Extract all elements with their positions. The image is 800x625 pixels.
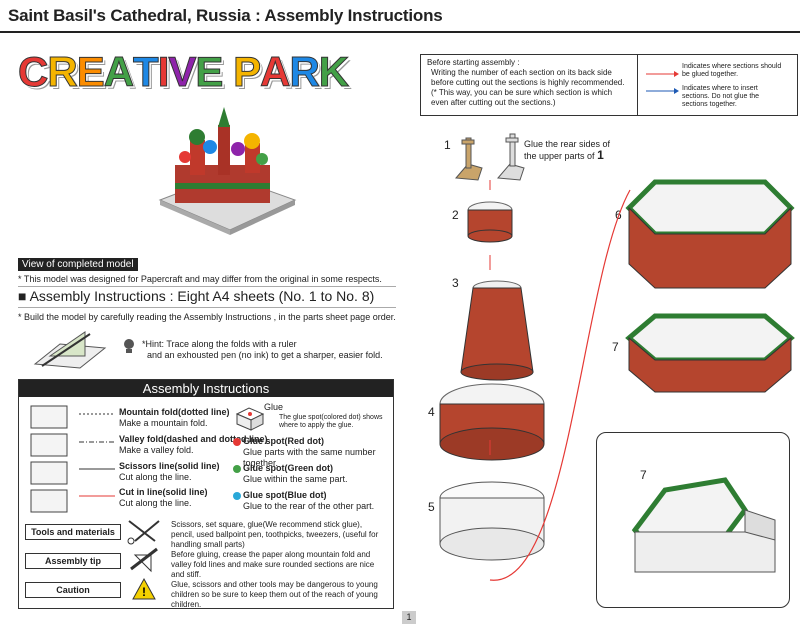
step-1-text-body: Glue the rear sides of the upper parts o… — [524, 139, 611, 161]
logo-letter: V — [168, 48, 197, 96]
step-7-detail-inset — [596, 432, 790, 608]
step-3-illustration — [460, 280, 534, 381]
hint-line-2: and an exhousted pen (no ink) to get a s… — [147, 350, 383, 360]
scissors-icon — [127, 520, 160, 545]
sheets-heading: ■ Assembly Instructions : Eight A4 sheet… — [18, 288, 375, 304]
completed-model-caption: View of completed model — [18, 258, 138, 271]
red-arrow-legend: Indicates where sections should be glued… — [682, 63, 782, 78]
cut-in-line-title: Cut in line(solid line) — [119, 487, 208, 497]
svg-text:!: ! — [142, 585, 146, 599]
glue-spot-note: The glue spot(colored dot) shows where t… — [279, 414, 383, 429]
divider — [18, 286, 396, 287]
before-start-line-2: Writing the number of each section on it… — [431, 68, 625, 87]
logo-letter: A — [260, 48, 291, 96]
tip-label: Assembly tip — [25, 553, 121, 569]
logo-letter: K — [318, 48, 349, 96]
step-7-illustration — [625, 313, 795, 393]
valley-fold-title: Valley fold(dashed and dotted line) — [119, 434, 268, 444]
step-7-number: 7 — [612, 340, 619, 354]
blue-spot-title: Glue spot(Blue dot) — [243, 490, 327, 500]
glue-label: Glue — [264, 402, 284, 412]
arrow-legend-icons — [646, 71, 679, 94]
scissors-line-desc: Cut along the line. — [119, 472, 192, 482]
flow-arrows — [489, 180, 631, 581]
scissors-line-title: Scissors line(solid line) — [119, 461, 220, 471]
assembly-instructions-box: Assembly Instructions Mountain fold(dott… — [18, 379, 394, 609]
green-dot-icon — [233, 464, 241, 473]
step-1-text: Glue the rear sides of the upper parts o… — [524, 139, 614, 162]
step-2-number: 2 — [452, 208, 459, 222]
logo-letter — [222, 48, 233, 96]
instructions-heading: Assembly Instructions — [19, 380, 393, 397]
tools-text: Scissors, set square, glue(We recommend … — [171, 520, 379, 549]
logo-letter: C — [17, 48, 48, 96]
step-6-illustration — [625, 179, 795, 289]
logo-letter: R — [289, 48, 320, 96]
disclaimer-text: * This model was designed for Papercraft… — [18, 274, 382, 284]
logo-letter: E — [76, 48, 105, 96]
line-samples — [79, 413, 115, 497]
logo-letter: T — [133, 48, 160, 96]
logo-letter: E — [195, 48, 224, 96]
mountain-fold-title: Mountain fold(dotted line) — [119, 407, 230, 417]
red-spot-desc: Glue parts with the same number together… — [243, 447, 376, 468]
cathedral-illustration — [158, 107, 297, 235]
before-start-line-3: (* This way, you can be sure which secti… — [431, 88, 613, 107]
creative-park-logo: CREATIVE PARK — [17, 48, 349, 96]
logo-letter: I — [157, 48, 170, 96]
step-5-number: 5 — [428, 500, 435, 514]
mountain-fold-desc: Make a mountain fold. — [119, 418, 208, 428]
page-number: 1 — [402, 611, 416, 624]
step-2-illustration — [467, 201, 513, 243]
caution-label: Caution — [25, 582, 121, 598]
page-title: Saint Basil's Cathedral, Russia : Assemb… — [8, 6, 443, 25]
step-7-detail-illustration — [631, 477, 776, 573]
step-1-illustration — [454, 133, 525, 181]
lightbulb-icon — [124, 339, 134, 353]
step-7-detail-number: 7 — [640, 468, 647, 482]
step-4-number: 4 — [428, 405, 435, 419]
blue-arrow-legend: Indicates where to insert sections. Do n… — [682, 85, 760, 108]
warning-icon: ! — [132, 577, 156, 600]
caution-text: Glue, scissors and other tools may be da… — [171, 580, 378, 609]
before-start-note: Before starting assembly : Writing the n… — [420, 54, 638, 116]
glue-box-illustration — [235, 407, 265, 431]
fold-illustrations — [30, 405, 68, 513]
crease-icon — [130, 547, 158, 573]
green-spot-title: Glue spot(Green dot) — [243, 463, 333, 473]
step-1-number: 1 — [444, 138, 451, 152]
green-spot-desc: Glue within the same part. — [243, 474, 348, 484]
red-dot-icon — [233, 437, 241, 446]
hint-line-1: *Hint: Trace along the folds with a rule… — [142, 339, 297, 349]
red-spot-title: Glue spot(Red dot) — [243, 436, 324, 446]
logo-letter: P — [233, 48, 262, 96]
cut-in-line-desc: Cut along the line. — [119, 498, 192, 508]
arrow-legend: Indicates where sections should be glued… — [637, 54, 798, 116]
divider — [18, 307, 396, 308]
step-3-number: 3 — [452, 276, 459, 290]
tools-label: Tools and materials — [25, 524, 121, 540]
tip-text: Before gluing, crease the paper along mo… — [171, 550, 375, 579]
step-1-part-ref: 1 — [597, 148, 604, 162]
build-note: * Build the model by carefully reading t… — [18, 312, 396, 322]
logo-letter: A — [103, 48, 134, 96]
title-rule — [0, 31, 800, 33]
blue-dot-icon — [233, 491, 241, 500]
blue-spot-desc: Glue to the rear of the other part. — [243, 501, 375, 511]
logo-letter: R — [47, 48, 78, 96]
step-5-illustration — [439, 481, 545, 561]
before-start-line-1: Before starting assembly : — [427, 58, 520, 67]
valley-fold-desc: Make a valley fold. — [119, 445, 194, 455]
ruler-fold-illustration — [33, 331, 107, 369]
step-4-illustration — [439, 383, 545, 461]
